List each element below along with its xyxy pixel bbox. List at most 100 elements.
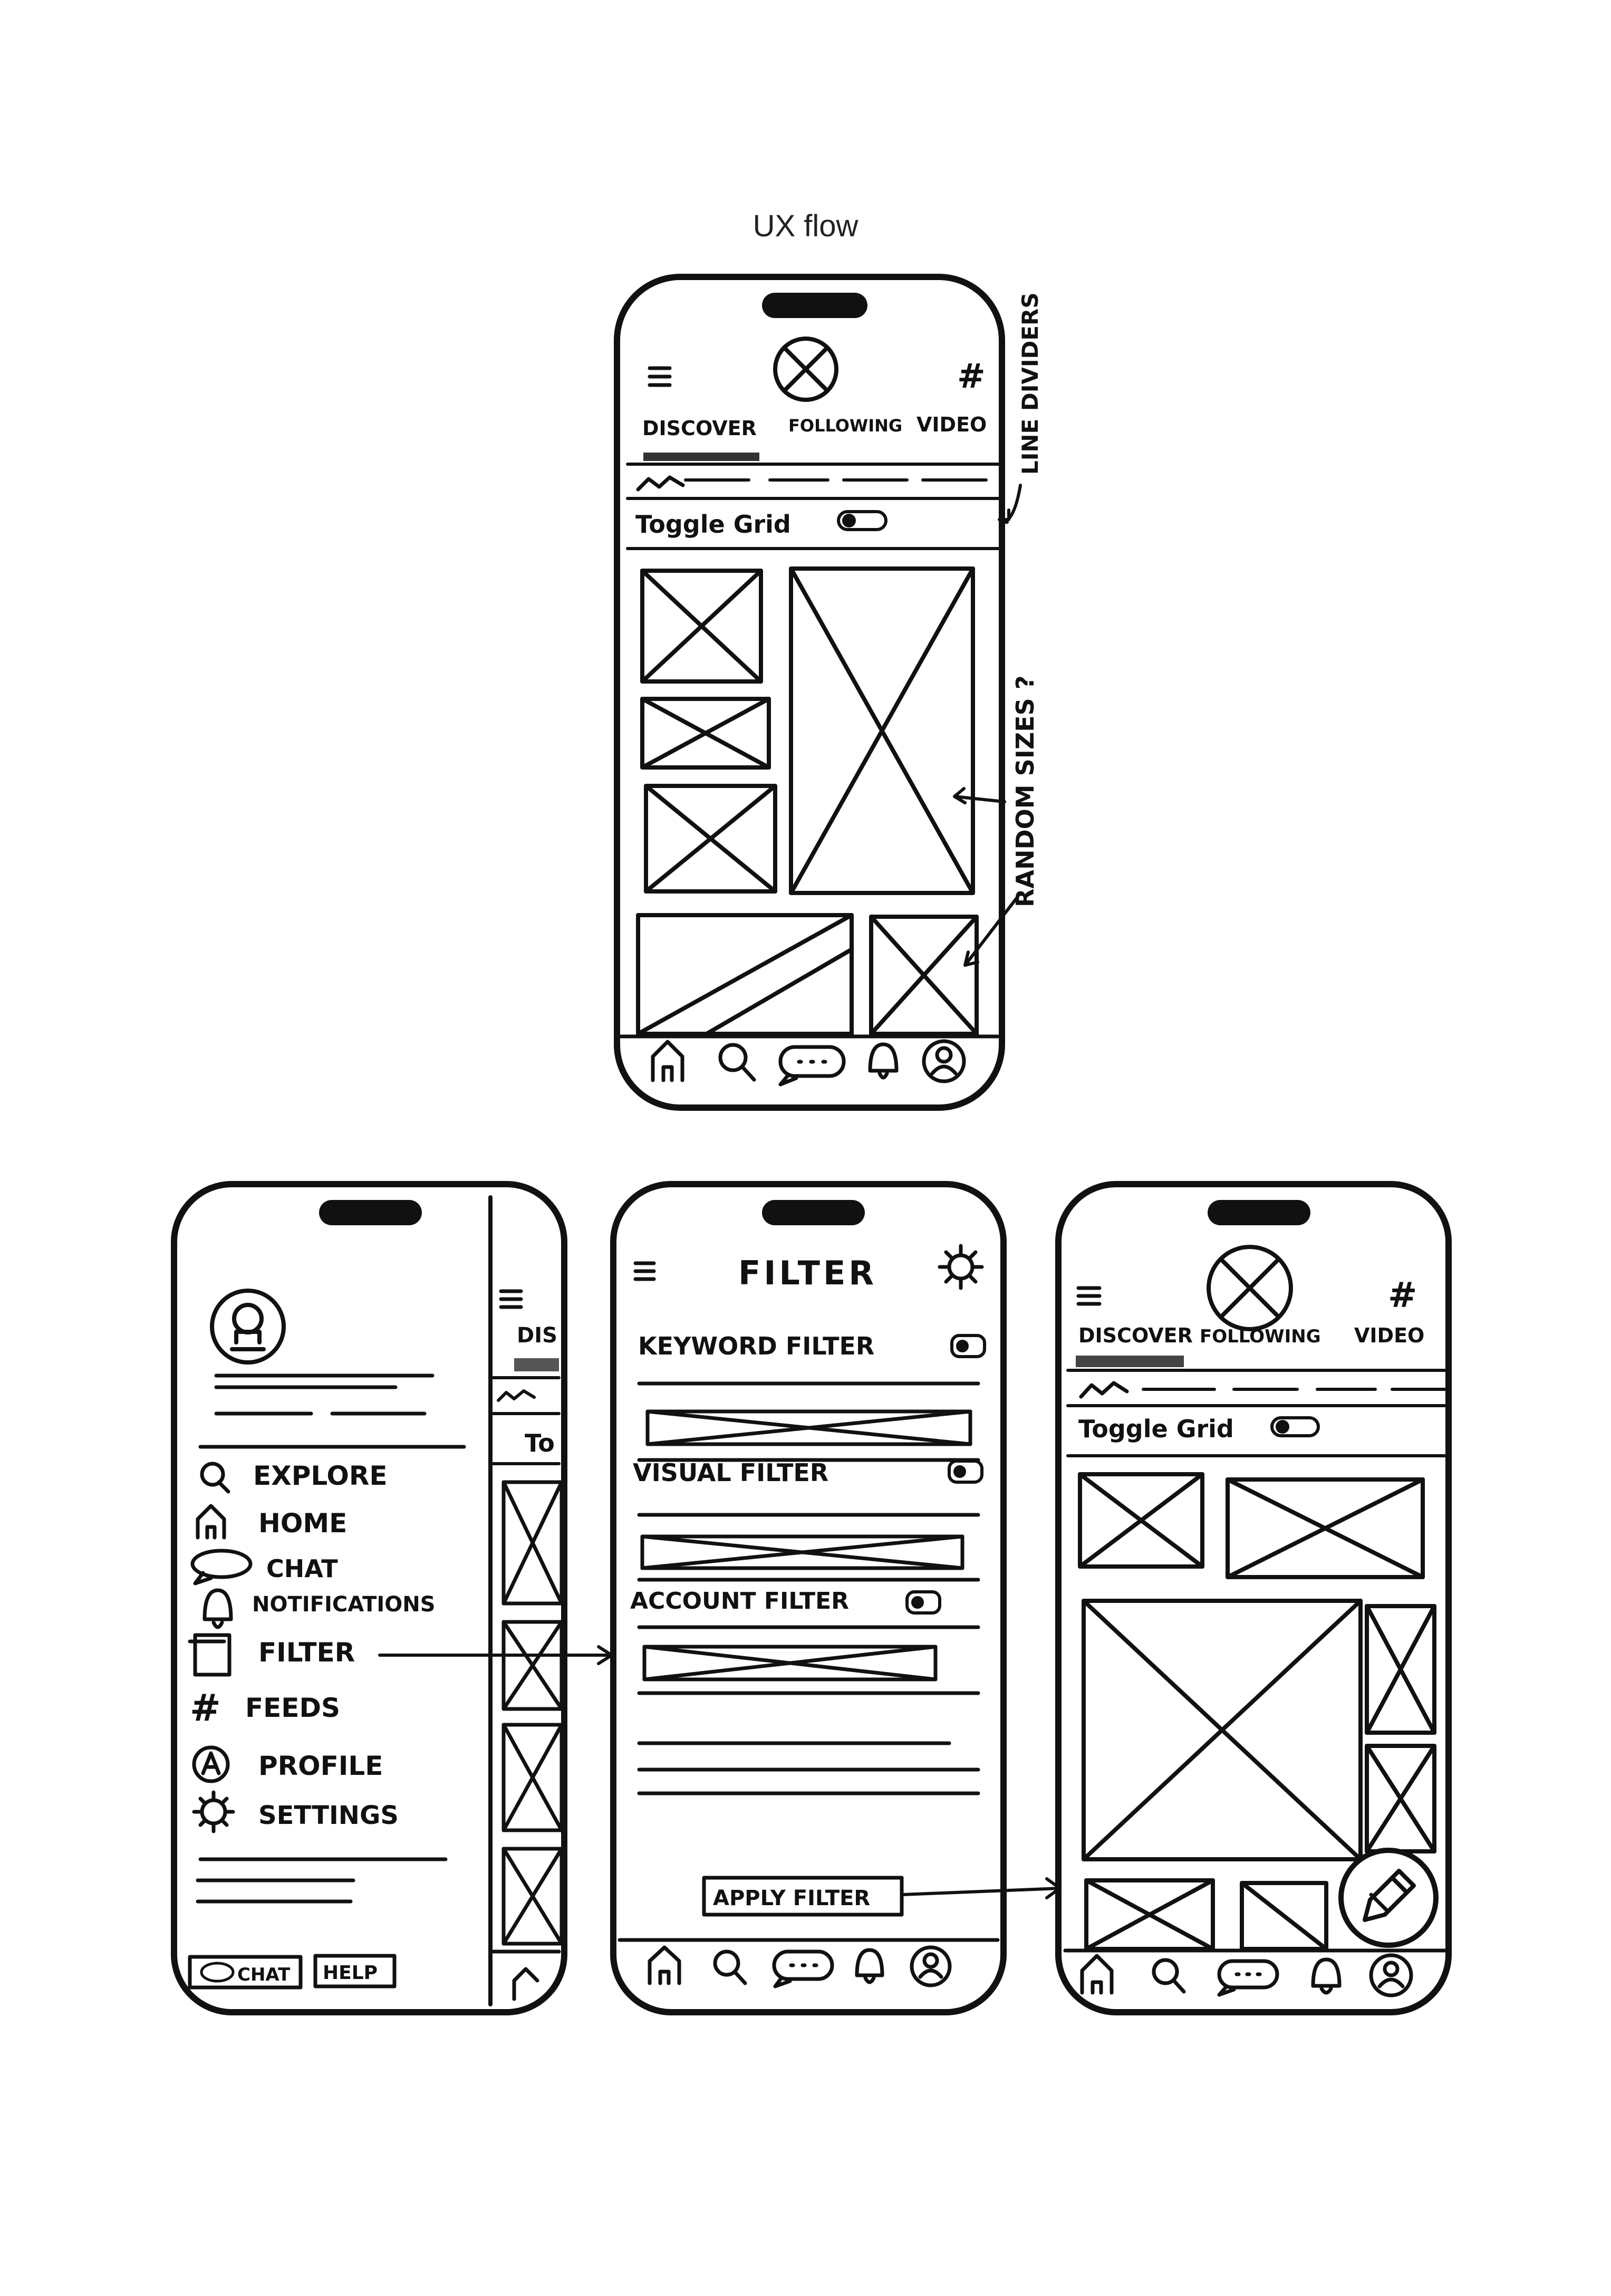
annotation-line-dividers: LINE DIVIDERS	[998, 292, 1043, 524]
svg-text:CHAT: CHAT	[237, 1964, 291, 1985]
logo-icon	[1207, 1245, 1293, 1331]
tab-discover[interactable]: DISCOVER	[642, 417, 757, 440]
home-icon[interactable]	[651, 1040, 684, 1082]
hamburger-icon[interactable]	[633, 1261, 656, 1281]
menu-item-chat[interactable]: CHAT	[266, 1554, 338, 1583]
toggle-switch-icon[interactable]	[950, 1334, 986, 1358]
menu-item-explore[interactable]: EXPLORE	[253, 1461, 388, 1491]
image-placeholder[interactable]	[1226, 1477, 1425, 1579]
flow-arrow	[901, 1877, 1062, 1899]
home-icon[interactable]	[1080, 1954, 1114, 1995]
apply-filter-button[interactable]: APPLY FILTER	[702, 1876, 904, 1917]
toggle-switch-icon[interactable]	[948, 1459, 983, 1484]
image-placeholder[interactable]	[640, 569, 763, 684]
avatar-icon[interactable]	[922, 1039, 966, 1083]
keyword-input[interactable]	[645, 1409, 972, 1446]
profile-name-lines	[214, 1373, 435, 1389]
toggle-switch-icon[interactable]	[837, 510, 888, 531]
image-placeholder[interactable]	[1365, 1744, 1436, 1853]
tab-underline	[514, 1358, 559, 1371]
tab-discover[interactable]: DISCOVER	[1078, 1324, 1193, 1347]
phone-menu: EXPLORE HOME CHAT NOTIFICATIONS FILTER #…	[171, 1181, 567, 2015]
flow-arrow	[378, 1645, 613, 1665]
section-visual-filter: VISUAL FILTER	[633, 1458, 828, 1487]
chat-button[interactable]: CHAT	[188, 1955, 303, 1990]
chat-icon[interactable]	[772, 1949, 834, 1988]
annotation-arrow	[963, 895, 1019, 967]
chat-icon[interactable]	[1217, 1959, 1279, 1997]
image-placeholder[interactable]	[789, 566, 975, 895]
menu-item-filter[interactable]: FILTER	[258, 1637, 355, 1668]
image-placeholder[interactable]	[1082, 1599, 1363, 1861]
filter-icon	[188, 1633, 231, 1677]
phone-frame	[1055, 1181, 1452, 2015]
image-placeholder[interactable]	[1078, 1472, 1204, 1569]
image-placeholder[interactable]	[640, 697, 771, 770]
tab-video[interactable]: VIDEO	[1354, 1324, 1424, 1347]
phone-frame	[610, 1181, 1007, 2015]
scribble-icon	[636, 475, 685, 492]
svg-text:APPLY FILTER: APPLY FILTER	[713, 1886, 870, 1910]
tab-underline	[1076, 1356, 1184, 1367]
menu-item-notifications[interactable]: NOTIFICATIONS	[252, 1592, 436, 1617]
image-placeholder[interactable]	[644, 784, 777, 894]
home-icon	[512, 1967, 539, 2001]
annotation-arrow	[998, 484, 1022, 524]
visual-input[interactable]	[640, 1534, 964, 1570]
compose-fab[interactable]	[1338, 1848, 1439, 1948]
search-icon	[200, 1462, 230, 1494]
home-icon[interactable]	[648, 1945, 681, 1985]
image-placeholder[interactable]	[869, 915, 979, 1036]
image-placeholder	[501, 1480, 564, 1606]
hamburger-icon[interactable]	[648, 366, 672, 387]
line-divider	[491, 1376, 561, 1415]
toggle-switch-icon[interactable]	[905, 1590, 941, 1615]
search-icon[interactable]	[1152, 1958, 1186, 1994]
bell-icon[interactable]	[1311, 1957, 1342, 1995]
bell-icon[interactable]	[868, 1042, 899, 1080]
search-icon[interactable]	[713, 1949, 747, 1985]
phone-frame	[614, 274, 1005, 1111]
hamburger-icon[interactable]	[1076, 1286, 1102, 1306]
tab-following[interactable]: FOLLOWING	[788, 416, 902, 436]
gear-icon[interactable]	[938, 1244, 984, 1290]
menu-item-settings[interactable]: SETTINGS	[258, 1801, 399, 1830]
tab-following[interactable]: FOLLOWING	[1200, 1326, 1321, 1347]
tab-video[interactable]: VIDEO	[917, 413, 987, 436]
page-title: UX flow	[753, 209, 858, 243]
placeholder-text-lines	[637, 1741, 980, 1795]
menu-item-profile[interactable]: PROFILE	[258, 1751, 383, 1781]
image-placeholder[interactable]	[1084, 1878, 1215, 1951]
hamburger-icon	[499, 1289, 523, 1309]
image-placeholder[interactable]	[636, 913, 854, 1036]
phone-frame	[171, 1181, 567, 2015]
help-button[interactable]: HELP	[313, 1954, 397, 1988]
scribble-icon	[497, 1389, 536, 1402]
hashtag-icon[interactable]: #	[1388, 1275, 1417, 1315]
gear-icon	[192, 1790, 235, 1833]
section-keyword-filter: KEYWORD FILTER	[638, 1332, 874, 1360]
hashtag-icon[interactable]: #	[957, 357, 986, 396]
menu-item-feeds[interactable]: FEEDS	[245, 1693, 340, 1723]
image-placeholder	[501, 1847, 564, 1946]
chat-icon[interactable]	[778, 1045, 846, 1087]
partial-tab-discover: DIS	[517, 1323, 557, 1348]
menu-item-home[interactable]: HOME	[258, 1508, 347, 1539]
tab-underline	[643, 453, 759, 461]
profile-avatar-icon	[210, 1289, 286, 1365]
avatar-icon[interactable]	[910, 1945, 952, 1987]
image-placeholder[interactable]	[1365, 1604, 1436, 1735]
account-input[interactable]	[642, 1645, 938, 1682]
scribble-icon	[1079, 1381, 1129, 1399]
image-placeholder[interactable]	[1240, 1881, 1328, 1951]
phone-notch	[319, 1200, 422, 1225]
toggle-switch-icon[interactable]	[1270, 1416, 1320, 1437]
chat-icon	[190, 1549, 253, 1586]
bell-icon[interactable]	[855, 1948, 884, 1984]
phone-notch	[1208, 1200, 1310, 1225]
svg-text:LINE DIVIDERS: LINE DIVIDERS	[1017, 292, 1043, 475]
logo-icon	[773, 337, 838, 402]
avatar-icon[interactable]	[1369, 1953, 1413, 1997]
filter-header: FILTER	[738, 1254, 877, 1292]
search-icon[interactable]	[718, 1043, 756, 1082]
